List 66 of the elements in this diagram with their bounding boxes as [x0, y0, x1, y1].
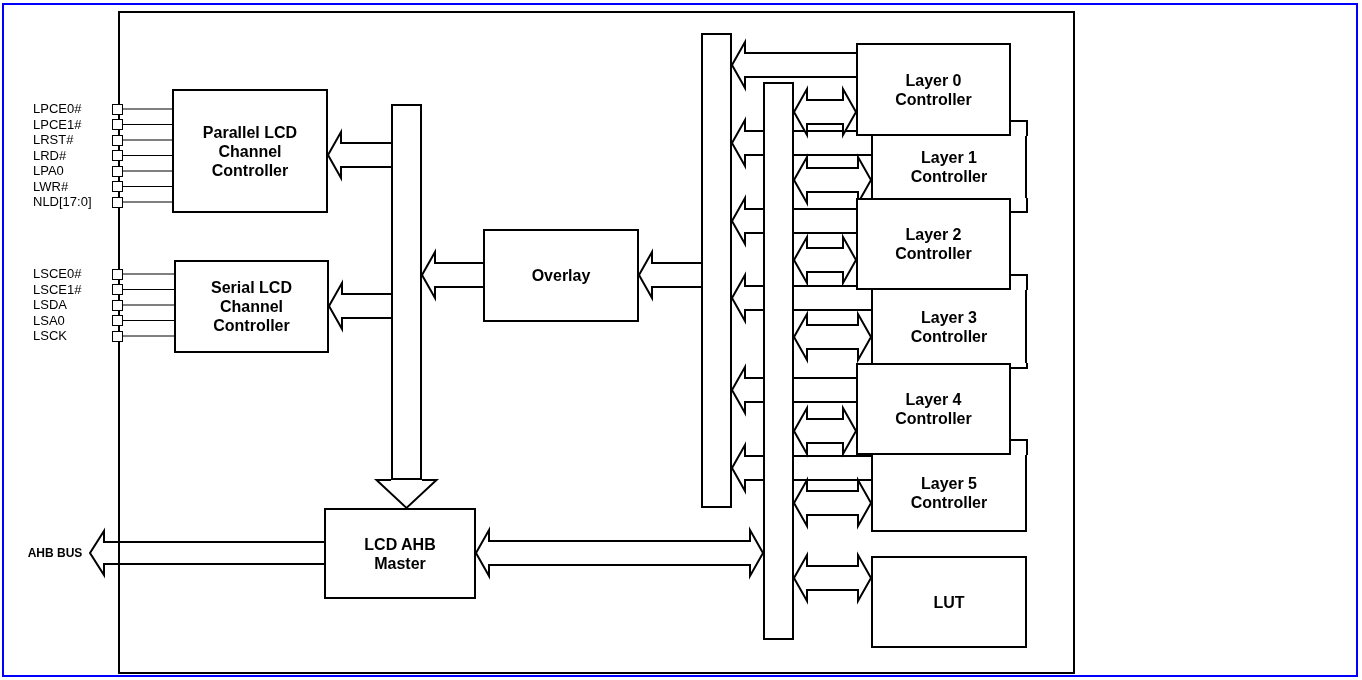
signal-line	[122, 124, 173, 125]
signal-name: LSDA	[33, 298, 67, 312]
block-box	[324, 508, 476, 599]
block-title: Layer 2 Controller	[894, 225, 973, 263]
bus-arrow	[792, 153, 873, 207]
block-box	[856, 363, 1011, 455]
bus-arrow	[327, 279, 392, 333]
signal-name: NLD[17:0]	[33, 195, 92, 209]
block-box	[174, 260, 329, 353]
block-title: Layer 3 Controller	[909, 307, 989, 346]
bus-bar	[391, 104, 422, 480]
bus-arrow	[792, 310, 873, 364]
block-boundary	[118, 11, 1075, 674]
block-box	[871, 136, 1027, 198]
signal-name: LSCE0#	[33, 267, 82, 281]
bus-label: AHB BUS	[27, 546, 83, 560]
bus-bar	[701, 33, 732, 508]
signal-line	[122, 139, 173, 141]
signal-name: LSCE1#	[33, 282, 82, 297]
block-box	[483, 229, 639, 322]
signal-name: LSA0	[33, 313, 65, 328]
block-title: LUT	[933, 592, 965, 612]
signal-name: LWR#	[33, 179, 69, 194]
signal-name: LPA0	[33, 164, 64, 178]
bus-arrow	[88, 527, 325, 579]
block-box	[871, 455, 1027, 532]
signal-line	[122, 108, 173, 110]
signal-line	[122, 304, 175, 306]
signal-name: LPCE0#	[33, 102, 82, 116]
block-box	[871, 556, 1027, 648]
bus-arrow	[637, 248, 702, 302]
bus-arrow	[792, 404, 858, 458]
block-box	[856, 198, 1011, 290]
bus-arrow	[792, 551, 873, 605]
block-title: Layer 0 Controller	[894, 70, 973, 109]
block-title: Serial LCD Channel Controller	[210, 278, 293, 335]
bus-arrow	[373, 479, 440, 510]
bus-arrow	[792, 85, 858, 139]
block-title: Layer 5 Controller	[909, 473, 989, 512]
signal-line	[122, 289, 175, 290]
block-title: Layer 4 Controller	[894, 390, 973, 428]
bus-arrow	[792, 476, 873, 530]
block-box	[871, 290, 1027, 363]
block-title: LCD AHB Master	[363, 534, 437, 573]
block-title: Overlay	[531, 266, 591, 285]
signal-line	[122, 273, 175, 275]
signal-line	[122, 335, 175, 337]
block-title: Layer 1 Controller	[909, 148, 989, 186]
signal-line	[122, 155, 173, 156]
signal-name: LPCE1#	[33, 117, 82, 132]
signal-name: LRST#	[33, 133, 74, 147]
bus-arrow	[420, 248, 484, 302]
signal-line	[122, 186, 173, 187]
bus-arrow	[792, 233, 858, 287]
signal-line	[122, 201, 173, 203]
signal-name: LSCK	[33, 329, 67, 343]
block-box	[856, 43, 1011, 136]
bus-arrow	[730, 38, 857, 92]
signal-line	[122, 320, 175, 321]
signal-name: LRD#	[33, 148, 67, 163]
bus-arrow	[326, 128, 392, 182]
signal-line	[122, 170, 173, 172]
block-title: Parallel LCD Channel Controller	[201, 122, 299, 180]
block-box	[172, 89, 328, 213]
bus-bar	[763, 82, 794, 640]
bus-arrow	[474, 526, 765, 580]
